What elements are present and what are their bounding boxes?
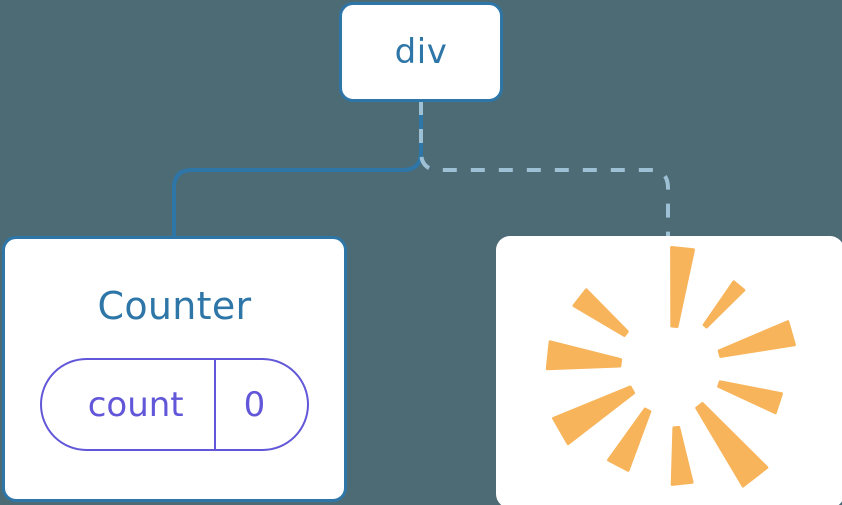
state-key: count bbox=[87, 384, 184, 425]
node-div-label: div bbox=[394, 32, 448, 72]
node-div[interactable]: div bbox=[339, 2, 503, 102]
burst-ray-4 bbox=[695, 402, 769, 488]
sparkle-burst-icon bbox=[545, 246, 796, 488]
connector-root-to-counter bbox=[172, 101, 423, 238]
burst-ray-6 bbox=[607, 407, 652, 472]
state-value: 0 bbox=[243, 384, 266, 425]
state-divider bbox=[213, 360, 216, 449]
burst-ray-5 bbox=[670, 425, 694, 486]
node-counter[interactable]: Counter count 0 bbox=[2, 236, 347, 502]
burst-ray-7 bbox=[552, 385, 636, 446]
burst-ray-1 bbox=[702, 280, 746, 329]
node-counter-title: Counter bbox=[97, 284, 252, 328]
burst-ray-2 bbox=[717, 320, 796, 358]
burst-ray-3 bbox=[717, 380, 783, 415]
burst-ray-9 bbox=[572, 288, 629, 337]
state-pill[interactable]: count 0 bbox=[39, 358, 310, 451]
burst-ray-0 bbox=[670, 246, 695, 328]
connector-root-to-burst bbox=[419, 101, 670, 238]
node-burst[interactable] bbox=[496, 236, 842, 505]
burst-ray-8 bbox=[545, 340, 623, 371]
